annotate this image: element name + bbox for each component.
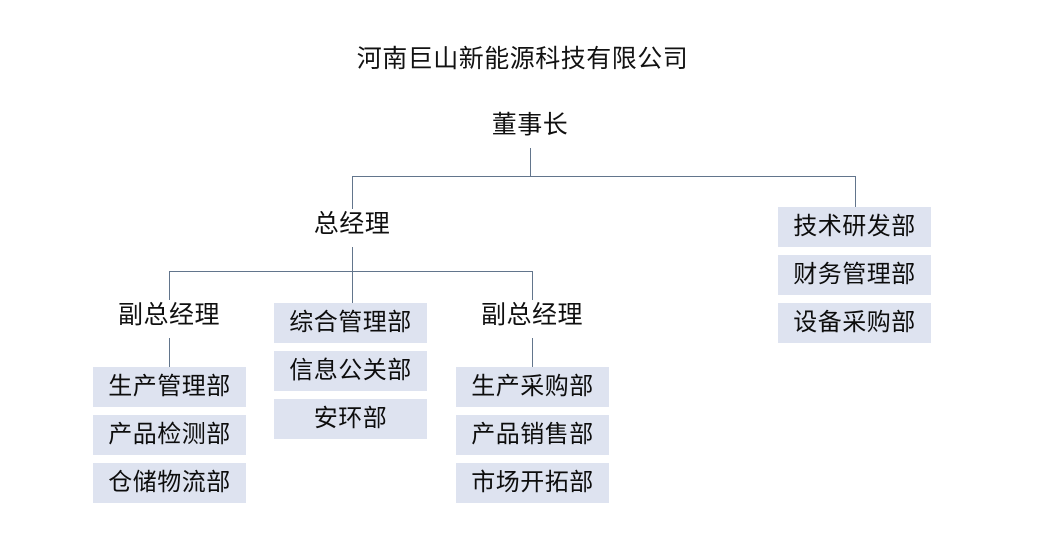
dept-box-safety-environment[interactable]: 安环部 (274, 399, 427, 439)
connector-drop-deputy-left (169, 271, 170, 300)
connector-drop-deputy-right (532, 271, 533, 300)
dept-box-warehouse-logistics[interactable]: 仓储物流部 (93, 463, 246, 503)
connector-deputy-left-stem (169, 338, 170, 367)
connector-drop-administration-stack (352, 271, 353, 303)
dept-box-information-public-relations[interactable]: 信息公关部 (274, 351, 427, 391)
connector-level1-bus (352, 176, 855, 177)
dept-box-production-purchasing[interactable]: 生产采购部 (456, 367, 609, 407)
node-deputy-general-manager-right[interactable]: 副总经理 (480, 301, 583, 329)
connector-level2-bus (169, 271, 533, 272)
connector-deputy-right-stem (532, 338, 533, 367)
dept-box-product-sales[interactable]: 产品销售部 (456, 415, 609, 455)
node-deputy-general-manager-left[interactable]: 副总经理 (117, 301, 220, 329)
connector-general-manager-stem (352, 247, 353, 271)
connector-drop-general-manager (352, 176, 353, 209)
dept-box-general-administration[interactable]: 综合管理部 (274, 303, 427, 343)
connector-drop-rnd-stack (855, 176, 856, 207)
dept-box-product-inspection[interactable]: 产品检测部 (93, 415, 246, 455)
connector-chairman-stem (530, 148, 531, 176)
dept-box-production-management[interactable]: 生产管理部 (93, 367, 246, 407)
node-general-manager[interactable]: 总经理 (313, 210, 391, 238)
page-title: 河南巨山新能源科技有限公司 (356, 45, 689, 73)
dept-box-market-development[interactable]: 市场开拓部 (456, 463, 609, 503)
dept-box-financial-management[interactable]: 财务管理部 (778, 255, 931, 295)
dept-box-equipment-purchasing[interactable]: 设备采购部 (778, 303, 931, 343)
node-chairman[interactable]: 董事长 (491, 111, 569, 139)
dept-box-technology-rnd[interactable]: 技术研发部 (778, 207, 931, 247)
